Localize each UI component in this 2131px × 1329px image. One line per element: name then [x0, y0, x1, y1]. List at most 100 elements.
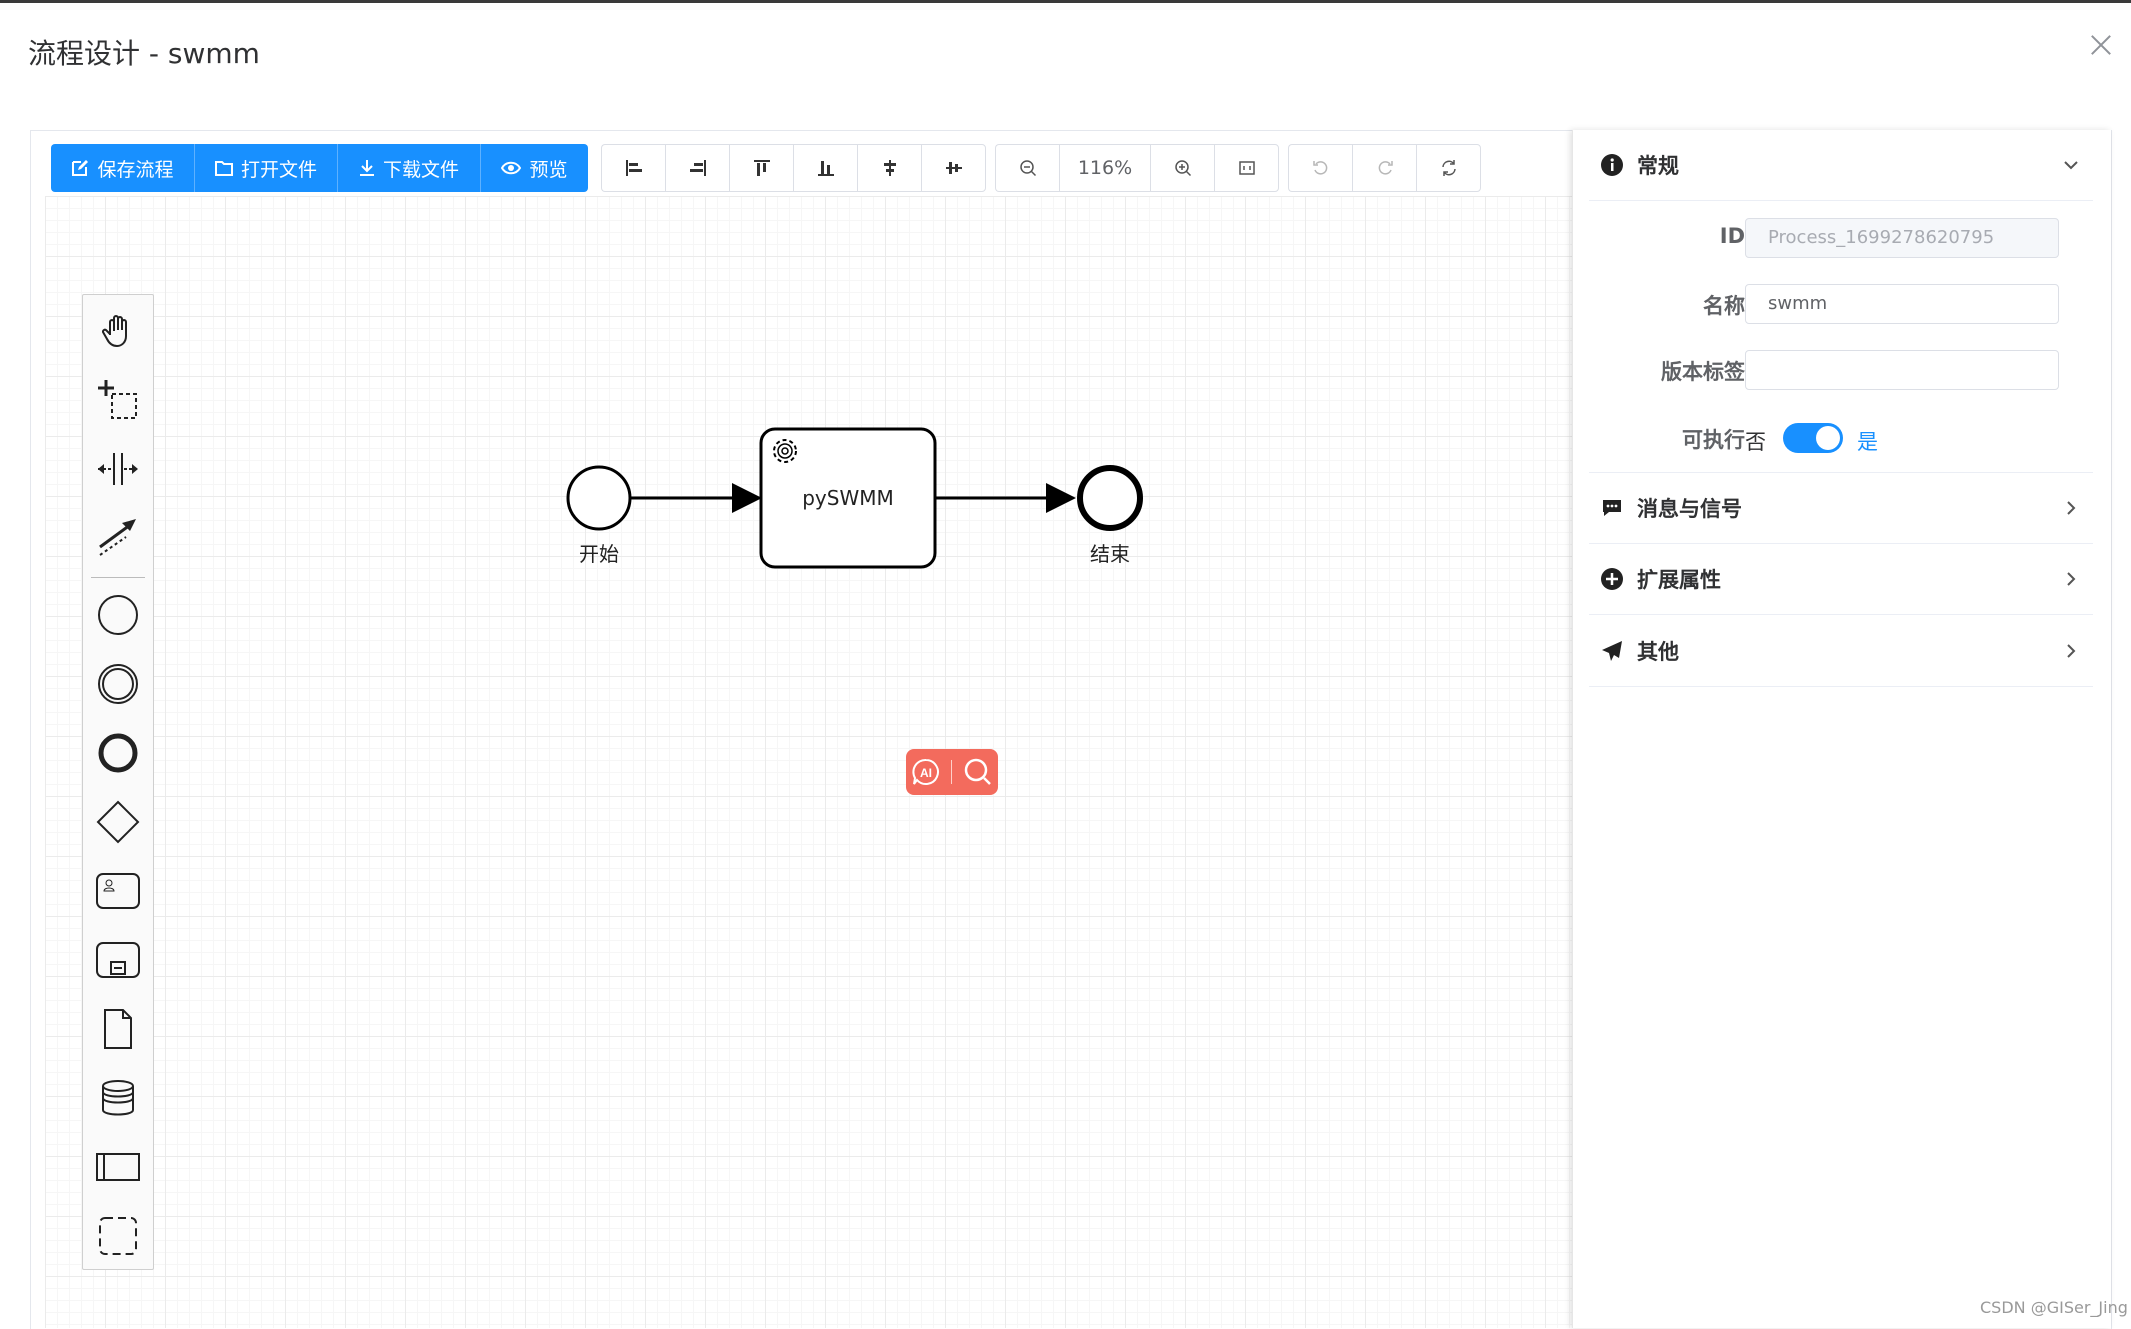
zoom-tools: 116%: [995, 144, 1279, 192]
user-task-tool[interactable]: [83, 861, 153, 921]
executable-toggle[interactable]: [1783, 423, 1843, 453]
info-icon: [1599, 152, 1625, 178]
user-task-icon: [96, 873, 140, 909]
bpmn-canvas[interactable]: [45, 196, 1575, 1328]
section-general-header[interactable]: 常规: [1589, 130, 2093, 201]
save-process-button[interactable]: 保存流程: [51, 144, 195, 192]
connect-tool[interactable]: [83, 507, 153, 567]
data-store-tool[interactable]: [83, 1068, 153, 1128]
gateway-tool[interactable]: [83, 792, 153, 852]
gateway-icon: [96, 800, 140, 844]
hand-tool-icon: [102, 315, 127, 348]
section-extensions-title: 扩展属性: [1637, 568, 1721, 592]
window-top-border: [0, 0, 2131, 3]
open-file-button[interactable]: 打开文件: [195, 144, 338, 192]
hand-tool[interactable]: [83, 301, 153, 361]
fit-viewport-button[interactable]: [1214, 144, 1279, 192]
name-field[interactable]: swmm: [1745, 284, 2059, 324]
data-store-icon: [102, 1080, 134, 1116]
group-icon: [99, 1217, 137, 1255]
version-tag-field[interactable]: [1745, 350, 2059, 390]
plus-circle-icon: [1599, 566, 1625, 592]
download-file-button[interactable]: 下载文件: [338, 144, 481, 192]
id-field: Process_1699278620795: [1745, 218, 2059, 258]
align-middle-icon: [945, 162, 962, 174]
section-extensions-header[interactable]: 扩展属性: [1589, 544, 2093, 615]
chevron-right-icon: [2067, 572, 2076, 586]
data-object-icon: [104, 1009, 132, 1049]
zoom-out-button[interactable]: [995, 144, 1059, 192]
align-left-icon: [625, 160, 642, 176]
tool-palette: [82, 294, 154, 1270]
align-top-icon: [753, 160, 770, 176]
open-file-label: 打开文件: [240, 158, 317, 181]
connect-tool-icon: [99, 519, 136, 556]
start-event-label: 开始: [579, 542, 619, 566]
service-task-label: pySWMM: [802, 486, 894, 510]
version-tag-label: 版本标签: [1661, 360, 1745, 384]
align-right-icon: [689, 160, 706, 176]
preview-button[interactable]: 预览: [481, 144, 588, 192]
chevron-right-icon: [2067, 644, 2076, 658]
pool-tool[interactable]: [83, 1137, 153, 1197]
svg-text:AI: AI: [920, 766, 932, 780]
message-icon: [1599, 495, 1625, 521]
edit-icon: [72, 160, 89, 176]
download-file-label: 下载文件: [382, 158, 459, 181]
align-right-button[interactable]: [665, 144, 729, 192]
download-icon: [359, 160, 374, 176]
refresh-button[interactable]: [1416, 144, 1481, 192]
folder-icon: [214, 161, 233, 176]
dialog-title: 流程设计 - swmm: [28, 37, 260, 70]
properties-panel: 常规 ID Process_1699278620795 名称 swmm 版本标签…: [1572, 130, 2111, 1328]
align-bottom-icon: [817, 161, 834, 176]
close-icon[interactable]: [2088, 32, 2114, 58]
undo-button[interactable]: [1288, 144, 1352, 192]
preview-label: 预览: [529, 158, 568, 181]
chevron-down-icon: [2064, 161, 2078, 170]
align-left-button[interactable]: [601, 144, 665, 192]
eye-icon: [501, 161, 522, 175]
subprocess-icon: [96, 942, 140, 978]
align-bottom-button[interactable]: [793, 144, 857, 192]
zoom-in-button[interactable]: [1150, 144, 1214, 192]
section-messages-header[interactable]: 消息与信号: [1589, 472, 2093, 544]
executable-off-text: 否: [1745, 430, 1766, 454]
ai-assistant-widget[interactable]: AI: [906, 749, 998, 795]
end-event-label: 结束: [1090, 542, 1130, 566]
ai-assistant-icon: AI: [912, 758, 940, 785]
zoom-level: 116%: [1059, 144, 1150, 192]
group-tool[interactable]: [83, 1206, 153, 1266]
section-other-header[interactable]: 其他: [1589, 616, 2093, 687]
intermediate-event-icon: [98, 664, 138, 704]
history-tools: [1288, 144, 1481, 192]
name-label: 名称: [1703, 294, 1745, 318]
space-tool[interactable]: [83, 439, 153, 499]
align-top-button[interactable]: [729, 144, 793, 192]
end-event-tool[interactable]: [83, 723, 153, 783]
designer-frame: [30, 130, 2112, 1329]
fit-viewport-icon: [1238, 161, 1255, 175]
lasso-tool-icon: [98, 380, 137, 419]
executable-on-text: 是: [1857, 430, 1878, 454]
start-event-tool[interactable]: [83, 585, 153, 645]
subprocess-tool[interactable]: [83, 930, 153, 990]
intermediate-event-tool[interactable]: [83, 654, 153, 714]
redo-icon: [1378, 161, 1393, 175]
redo-button[interactable]: [1352, 144, 1416, 192]
section-other-title: 其他: [1637, 640, 1679, 664]
align-center-button[interactable]: [857, 144, 921, 192]
zoom-out-icon: [1019, 160, 1036, 177]
refresh-icon: [1441, 160, 1456, 176]
start-event-icon: [98, 595, 138, 635]
pool-icon: [96, 1153, 140, 1181]
executable-label: 可执行: [1682, 428, 1745, 452]
search-icon: [964, 758, 991, 785]
align-middle-button[interactable]: [921, 144, 986, 192]
section-general-title: 常规: [1637, 154, 1679, 178]
save-process-label: 保存流程: [97, 158, 174, 181]
align-tools: [601, 144, 986, 192]
lasso-tool[interactable]: [83, 370, 153, 430]
section-messages-title: 消息与信号: [1637, 497, 1742, 521]
data-object-tool[interactable]: [83, 999, 153, 1059]
